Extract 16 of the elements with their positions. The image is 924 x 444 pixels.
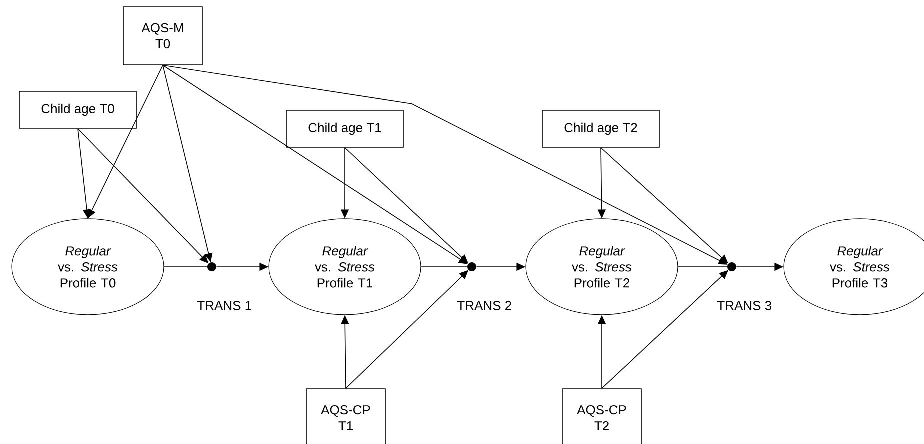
arrow: [600, 147, 728, 264]
transition-label: TRANS 3: [718, 301, 772, 310]
variable-box: AQS-CP T1: [306, 388, 386, 444]
transition-label: TRANS 1: [198, 301, 252, 310]
connector-line: [678, 266, 728, 268]
variable-box: AQS-CP T2: [562, 388, 642, 444]
connector-line: [420, 266, 468, 268]
variable-box: Child age T1: [286, 110, 404, 148]
variable-box: AQS-M T0: [123, 6, 203, 66]
transition-label: TRANS 2: [458, 301, 512, 310]
transition-dot: [728, 262, 736, 272]
variable-box: Child age T0: [19, 91, 137, 129]
variable-box: Child age T2: [542, 110, 660, 148]
connector-line: [164, 266, 208, 268]
transition-dot: [208, 262, 216, 272]
transition-dot: [468, 262, 476, 272]
